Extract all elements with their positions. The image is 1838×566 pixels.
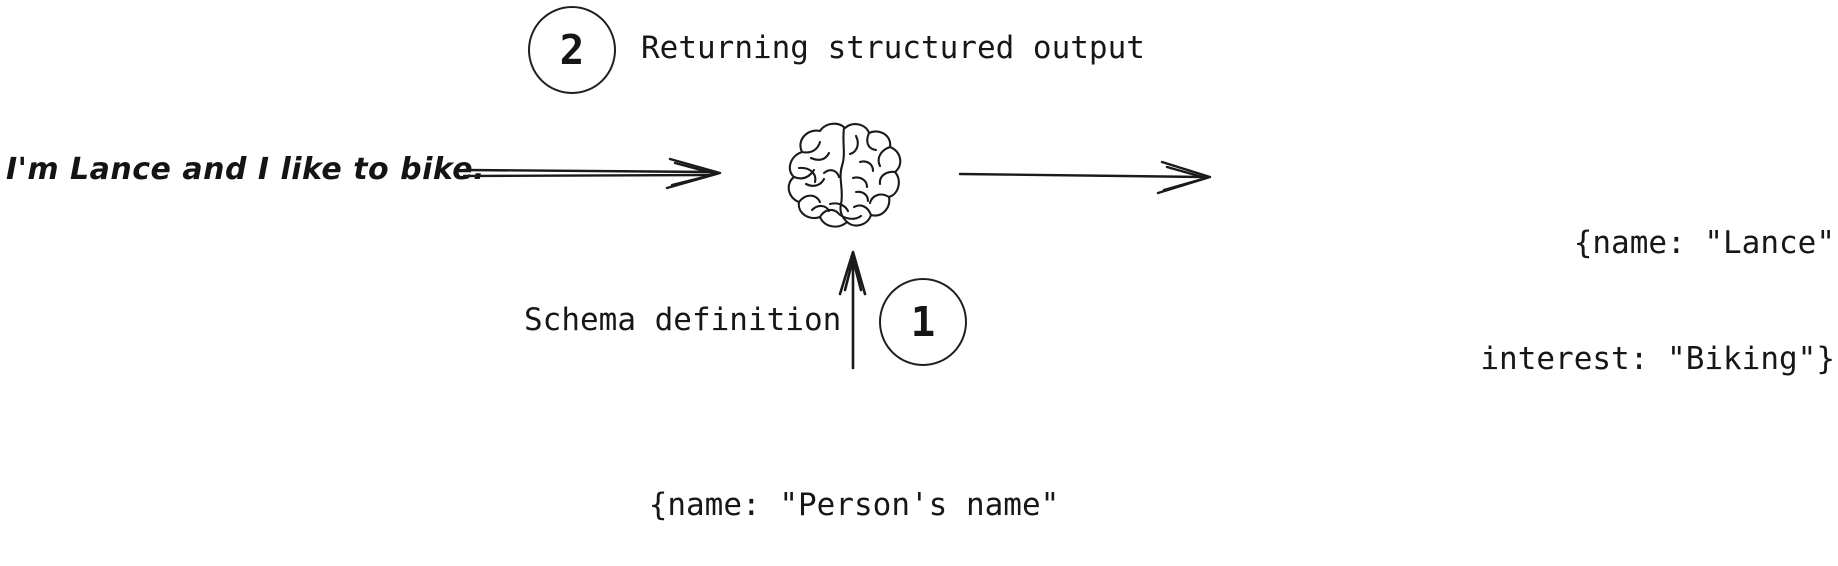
brain-icon [768,118,928,243]
schema-code-line-1: {name: "Person's name" [648,486,1060,523]
schema-code-block: {name: "Person's name" interest: "Person… [504,408,1204,566]
output-code-line-2: interest: "Biking"} [1480,340,1835,377]
arrow-input-to-model [462,150,732,200]
output-code-line-1: {name: "Lance" [1573,224,1835,261]
step-1-label: Schema definition [524,302,842,338]
step-2-label: Returning structured output [641,30,1145,66]
arrow-schema-to-model [826,250,882,370]
step-badge-1-number: 1 [910,297,936,346]
step-badge-2: 2 [528,6,616,94]
step-badge-1: 1 [879,278,967,366]
arrow-model-to-output [958,152,1218,198]
output-code-block: {name: "Lance" interest: "Biking"} [1180,146,1835,456]
step-badge-2-number: 2 [559,25,585,74]
input-text: I'm Lance and I like to bike. [6,152,485,187]
